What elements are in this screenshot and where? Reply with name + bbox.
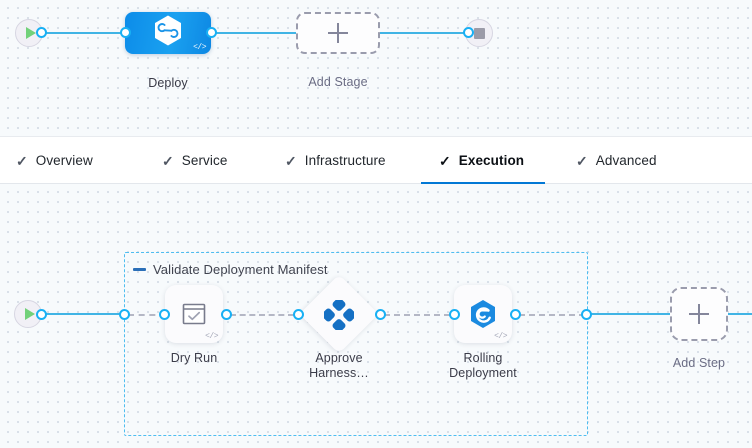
add-stage-button[interactable] <box>296 12 380 54</box>
tab-service[interactable]: ✓ Service <box>160 137 229 184</box>
connector-dot-dryrun-in <box>159 309 170 320</box>
code-badge-icon: </> <box>494 332 507 341</box>
execution-steps-canvas[interactable]: Validate Deployment Manifest </> Dry Ru <box>0 184 752 448</box>
step-label-dry-run: Dry Run <box>170 351 218 365</box>
play-icon <box>24 308 35 320</box>
edge-deploy-to-addstage <box>212 32 296 34</box>
plus-icon <box>689 304 709 324</box>
connector-dot-dryrun-out <box>221 309 232 320</box>
connector-dot-rolling-out <box>510 309 521 320</box>
connector-dot-exec-start <box>36 309 47 320</box>
edge-group-to-dryrun <box>128 314 166 316</box>
code-badge-icon: </> <box>193 43 206 52</box>
stage-node-deploy[interactable]: </> <box>125 12 211 54</box>
check-icon: ✓ <box>285 152 297 169</box>
step-node-dry-run[interactable]: </> <box>165 285 223 343</box>
tab-execution[interactable]: ✓ Execution <box>421 137 545 185</box>
harness-hexagon-icon <box>153 15 183 52</box>
minus-icon[interactable] <box>133 268 146 271</box>
plus-icon <box>328 23 348 43</box>
tab-label-infrastructure: Infrastructure <box>304 153 386 168</box>
connector-dot-deploy-in <box>120 27 131 38</box>
connector-dot-approval-in <box>293 309 304 320</box>
check-icon: ✓ <box>576 152 588 169</box>
tab-infrastructure[interactable]: ✓ Infrastructure <box>283 137 388 184</box>
checked-window-icon <box>181 301 207 327</box>
edge-group-to-addstep <box>589 313 670 315</box>
pipeline-stage-canvas[interactable]: </> Deploy Add Stage <box>0 0 752 136</box>
connector-dot-start <box>36 27 47 38</box>
edge-addstep-trailing <box>728 313 752 315</box>
connector-dot-approval-out <box>375 309 386 320</box>
edge-start-to-deploy <box>42 32 126 34</box>
step-label-approve-harness: Approve Harness… <box>309 351 369 380</box>
tab-label-execution: Execution <box>458 153 525 168</box>
tab-label-service: Service <box>181 153 228 168</box>
step-group-validate-deployment-manifest[interactable] <box>124 252 588 436</box>
check-icon: ✓ <box>16 152 28 169</box>
tab-overview[interactable]: ✓ Overview <box>14 137 95 184</box>
edge-addstage-to-end <box>380 32 470 34</box>
add-step-button[interactable] <box>670 287 728 341</box>
tab-label-advanced: Advanced <box>595 153 657 168</box>
edge-start-to-group <box>42 313 128 315</box>
edge-rolling-to-group-out <box>519 314 585 316</box>
step-node-rolling-deployment[interactable]: </> <box>454 285 512 343</box>
step-group-title: Validate Deployment Manifest <box>153 262 328 277</box>
add-step-label: Add Step <box>672 356 726 370</box>
connector-dot-group-out <box>581 309 592 320</box>
check-icon: ✓ <box>439 152 451 169</box>
stage-config-tabs: ✓ Overview ✓ Service ✓ Infrastructure ✓ … <box>0 136 752 185</box>
tab-underline-active <box>421 182 545 185</box>
connector-dot-end <box>463 27 474 38</box>
edge-dryrun-to-approval <box>230 314 294 316</box>
stage-label-deploy: Deploy <box>148 76 188 90</box>
edge-approval-to-rolling <box>384 314 450 316</box>
connector-dot-rolling-in <box>449 309 460 320</box>
connector-dot-deploy-out <box>206 27 217 38</box>
tab-advanced[interactable]: ✓ Advanced <box>574 137 659 184</box>
tab-label-overview: Overview <box>35 153 93 168</box>
stop-icon <box>473 27 485 39</box>
step-group-header[interactable]: Validate Deployment Manifest <box>133 262 328 277</box>
connector-dot-group-in <box>119 309 130 320</box>
add-stage-label: Add Stage <box>308 75 368 89</box>
step-label-rolling-deployment: Rolling Deployment <box>449 351 517 380</box>
code-badge-icon: </> <box>205 332 218 341</box>
play-icon <box>25 27 36 39</box>
check-icon: ✓ <box>162 152 174 169</box>
kubernetes-hexagon-icon <box>469 299 497 329</box>
